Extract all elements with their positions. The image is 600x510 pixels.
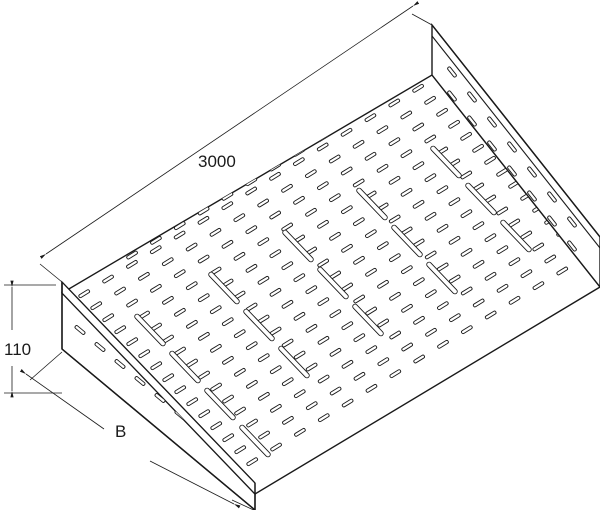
tray-far-side-wall — [431, 22, 600, 289]
dimension-length-label: 3000 — [198, 152, 236, 171]
dimension-width-label: B — [115, 422, 126, 441]
dimension-annotations: 3000 110 B — [4, 1, 433, 510]
tray-geometry — [60, 22, 600, 510]
dimension-height: 110 — [4, 280, 62, 398]
dimension-width: B — [19, 351, 255, 510]
dimension-length: 3000 — [39, 1, 433, 283]
tray-top-rim — [61, 24, 600, 293]
dimension-height-label: 110 — [4, 340, 31, 359]
